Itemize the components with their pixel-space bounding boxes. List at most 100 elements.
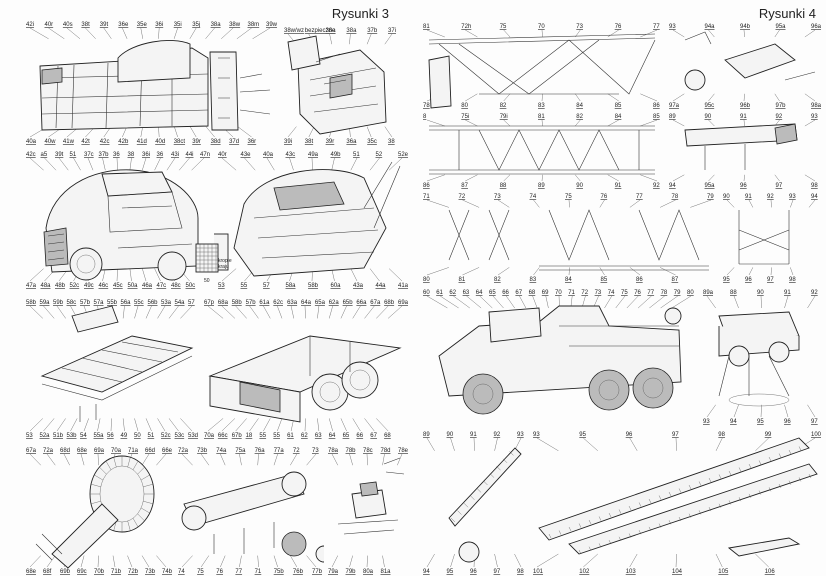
leader-line bbox=[173, 125, 178, 138]
tire-tread bbox=[127, 457, 131, 468]
leader-line bbox=[289, 157, 294, 171]
part-label: 91 bbox=[615, 183, 622, 189]
part-label: 61 bbox=[287, 433, 294, 439]
tire-tread bbox=[132, 518, 139, 527]
sheet-title-right: Rysunki 4 bbox=[758, 6, 816, 21]
part-label: 36a bbox=[346, 139, 357, 145]
rail-tick bbox=[738, 497, 742, 502]
leader-line bbox=[220, 555, 226, 568]
leader-line bbox=[63, 453, 70, 466]
part-label: 80 bbox=[687, 290, 694, 296]
leader-line bbox=[142, 157, 147, 171]
part-label: 96 bbox=[470, 569, 477, 575]
part-label: 102 bbox=[579, 569, 590, 575]
part-label: 96 bbox=[745, 277, 752, 283]
part-label: 91 bbox=[745, 194, 752, 200]
leader-line bbox=[290, 305, 294, 319]
leader-line bbox=[102, 157, 106, 171]
part-label: 73 bbox=[595, 290, 602, 296]
part-label: 98 bbox=[811, 183, 818, 189]
leader-line bbox=[607, 119, 619, 127]
leader-line bbox=[103, 27, 112, 39]
part-label: 86 bbox=[636, 277, 643, 283]
part-label: 69a bbox=[94, 448, 105, 454]
part-label: 56 bbox=[107, 433, 114, 439]
leader-line bbox=[266, 157, 275, 171]
rail-tick bbox=[688, 484, 692, 490]
part-label: 35i bbox=[174, 22, 182, 28]
part-label: 40w bbox=[45, 139, 57, 145]
part-label: 55a bbox=[94, 433, 105, 439]
leader-line bbox=[364, 418, 375, 432]
part-label: 38m bbox=[248, 22, 260, 28]
leader-line bbox=[56, 305, 66, 319]
rail-tick bbox=[748, 493, 752, 498]
leader-line bbox=[755, 437, 769, 451]
part-label: 47c bbox=[157, 283, 167, 289]
leader-line bbox=[675, 553, 677, 568]
leader-line bbox=[127, 555, 133, 568]
part-label: 70a bbox=[111, 448, 122, 454]
part-label: 69c bbox=[77, 569, 87, 575]
belt-link bbox=[476, 488, 482, 493]
part-label: 94 bbox=[811, 194, 818, 200]
rail-tick bbox=[568, 526, 572, 532]
part-label: 40a bbox=[263, 152, 274, 158]
part-label: 88 bbox=[500, 183, 507, 189]
part-label: 36i bbox=[142, 152, 150, 158]
part-label: 58c bbox=[67, 300, 77, 306]
part-label: 51 bbox=[148, 433, 155, 439]
leader-line bbox=[388, 157, 403, 171]
part-label: 98 bbox=[517, 569, 524, 575]
tire-tread bbox=[132, 461, 139, 470]
part-label: 93 bbox=[669, 24, 676, 30]
part-label: 40d bbox=[155, 139, 165, 145]
part-label: 77 bbox=[653, 24, 660, 30]
part-label: 48a bbox=[41, 283, 52, 289]
rail-tick bbox=[598, 543, 602, 548]
part-label: 96 bbox=[626, 432, 633, 438]
part-label: 95 bbox=[723, 277, 730, 283]
leader-line bbox=[760, 295, 762, 309]
leader-line bbox=[157, 418, 166, 432]
leader-line bbox=[708, 119, 715, 127]
leader-line bbox=[671, 295, 692, 309]
leader-line bbox=[615, 295, 626, 309]
part-label: 49c bbox=[84, 283, 94, 289]
rail-tick bbox=[718, 503, 722, 508]
leader-line bbox=[221, 157, 237, 171]
part-label: 65 bbox=[489, 290, 496, 296]
part-label: 74a bbox=[216, 448, 227, 454]
part-label: 86 bbox=[653, 103, 660, 109]
leader-line bbox=[629, 437, 638, 451]
part-label: 67a bbox=[370, 300, 381, 306]
leader-line bbox=[743, 174, 745, 182]
part-label: 40a bbox=[26, 139, 37, 145]
leader-line bbox=[331, 555, 338, 568]
rail-tick bbox=[688, 513, 692, 518]
leader-line bbox=[116, 157, 118, 171]
leader-line bbox=[29, 418, 43, 432]
leader-line bbox=[166, 157, 176, 171]
leader-line bbox=[774, 174, 780, 182]
part-label: 36 bbox=[113, 152, 120, 158]
leader-line bbox=[503, 93, 511, 102]
leader-line bbox=[715, 553, 723, 568]
leader-line bbox=[426, 553, 435, 568]
leader-line bbox=[181, 453, 193, 466]
part-label: 66 bbox=[356, 433, 363, 439]
leader-line bbox=[29, 27, 49, 39]
leader-line bbox=[575, 174, 581, 182]
rail-tick bbox=[708, 507, 712, 512]
part-label: 39i bbox=[284, 139, 292, 145]
leader-line bbox=[129, 157, 132, 171]
part-label: 79i bbox=[500, 114, 508, 120]
leader-line bbox=[466, 295, 482, 309]
leader-line bbox=[462, 267, 480, 276]
part-label: 79 bbox=[674, 290, 681, 296]
